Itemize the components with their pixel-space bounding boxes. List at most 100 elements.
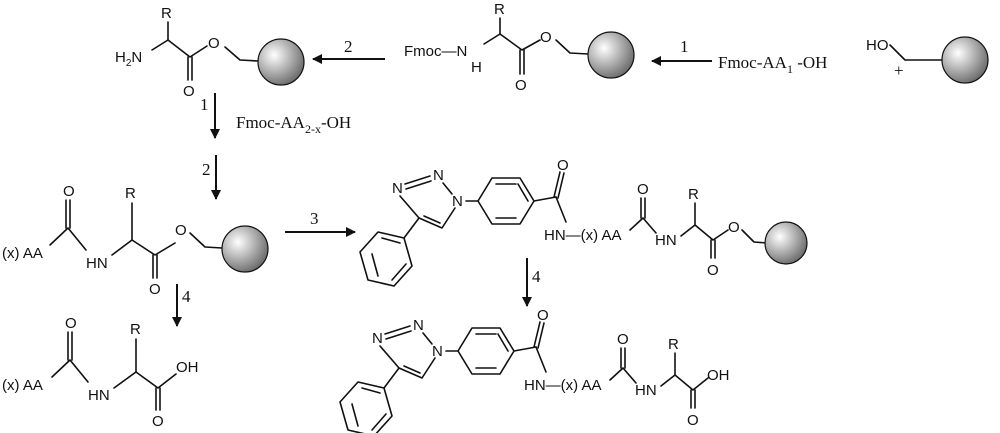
atom-label: N [372, 330, 383, 347]
atom-label: 3 [310, 209, 319, 228]
atom-label: R [688, 186, 699, 203]
bond-line [497, 333, 509, 352]
atom-label: O [540, 29, 552, 46]
reagent-fmoc-aa2x: Fmoc-AA2-x-OH [236, 113, 351, 136]
bond-line [557, 172, 565, 199]
hydroxymethyl-resin: HO [866, 36, 989, 84]
atom-label: (x) AA [2, 245, 43, 262]
atom-label: O [208, 35, 220, 52]
atom-label: 2 [202, 160, 211, 179]
bond-line [533, 196, 557, 202]
bond-line [385, 330, 412, 340]
bond-line [384, 325, 411, 335]
bond-line [555, 39, 589, 55]
bond-line [371, 413, 387, 431]
atom-label: HN [86, 255, 108, 272]
bond-line [379, 345, 436, 379]
atom-label: O [728, 219, 740, 236]
atom-label: O [63, 183, 75, 200]
bond-line [483, 33, 541, 51]
atom-label: Fmoc—N [404, 43, 467, 60]
atom-label: OH [707, 367, 730, 384]
plus-sign: + [894, 61, 904, 80]
atom-label: HN [88, 387, 110, 404]
atom-label: N [432, 343, 443, 360]
atom-label: 4 [532, 267, 541, 286]
bond-line [517, 183, 529, 202]
atom-label: O [175, 222, 187, 239]
bond-line [399, 195, 456, 229]
atom-label: O [183, 83, 195, 100]
bond-line [381, 237, 401, 244]
bond-line [189, 232, 223, 249]
bond-line [533, 321, 541, 348]
atom-label: H [471, 59, 482, 76]
atom-label: HN—(x) AA [524, 377, 602, 394]
bond-line [339, 381, 393, 433]
bond-line [537, 322, 545, 349]
bond-line [51, 359, 89, 383]
bond-line [422, 332, 433, 345]
bond-line [457, 327, 515, 375]
atom-label: R [494, 1, 505, 18]
resin-bead-icon [941, 36, 989, 84]
atom-label: HN [635, 382, 657, 399]
atom-label: Fmoc-AA [718, 53, 788, 72]
atom-label: -OH [793, 53, 827, 72]
bond-line [111, 239, 176, 256]
atom-label: N [131, 49, 142, 66]
atom-label: O [152, 413, 164, 430]
bond-line [403, 365, 421, 374]
bond-line [113, 371, 177, 389]
bond-line [151, 39, 208, 58]
resin-bead-icon [764, 221, 808, 265]
bond-line [351, 403, 359, 427]
bond-line [609, 367, 637, 384]
atom-label: O [149, 281, 161, 298]
bond-line [391, 263, 407, 281]
bond-line [477, 177, 535, 225]
atom-label: 2 [344, 37, 353, 56]
atom-label: R [125, 185, 136, 202]
atom-label: Fmoc-AA [236, 113, 306, 132]
atom-label: R [668, 336, 679, 353]
atom-label: N [433, 167, 444, 184]
atom-label: 1 [680, 37, 689, 56]
compound-peptide-resin: (x) AA O HN R O O [2, 183, 269, 298]
compound-fmoc-amino-ester-resin: Fmoc—N H R O O [404, 1, 635, 94]
atom-label: O [707, 262, 719, 279]
bond-line [403, 217, 420, 239]
bond-line [383, 367, 400, 389]
atom-label: R [130, 321, 141, 338]
compound-triazole-peptide-acid: N N N O HN—(x) AA O HN R O [339, 307, 730, 433]
atom-label: 2 [126, 58, 132, 69]
triazole-phenyl-fragment: N N N O [359, 157, 569, 287]
atom-label: N [413, 317, 424, 334]
atom-label: O [65, 315, 77, 332]
resin-bead-icon [587, 31, 635, 79]
atom-label: -OH [321, 113, 351, 132]
atom-label: O [557, 157, 569, 174]
atom-label: R [161, 5, 172, 22]
atom-label: HN [655, 232, 677, 249]
bond-line [404, 175, 431, 185]
atom-label: HN—(x) AA [544, 227, 622, 244]
bond-line [361, 387, 381, 394]
bond-line [513, 346, 537, 352]
atom-label: N [392, 180, 403, 197]
bond-line [405, 180, 432, 190]
atom-label: O [687, 412, 699, 429]
bond-line [741, 229, 768, 244]
atom-label: H2N [115, 49, 142, 69]
bond-line [680, 224, 729, 241]
bond-line [49, 227, 87, 251]
compound-peptide-acid: (x) AA O HN R O OH [2, 315, 199, 430]
atom-label: O [637, 181, 649, 198]
atom-label: 4 [182, 287, 191, 306]
atom-label: O [537, 307, 549, 324]
bond-line [660, 374, 709, 391]
atom-label: N [452, 193, 463, 210]
bond-line [555, 196, 567, 223]
atom-label: 1 [787, 62, 793, 76]
